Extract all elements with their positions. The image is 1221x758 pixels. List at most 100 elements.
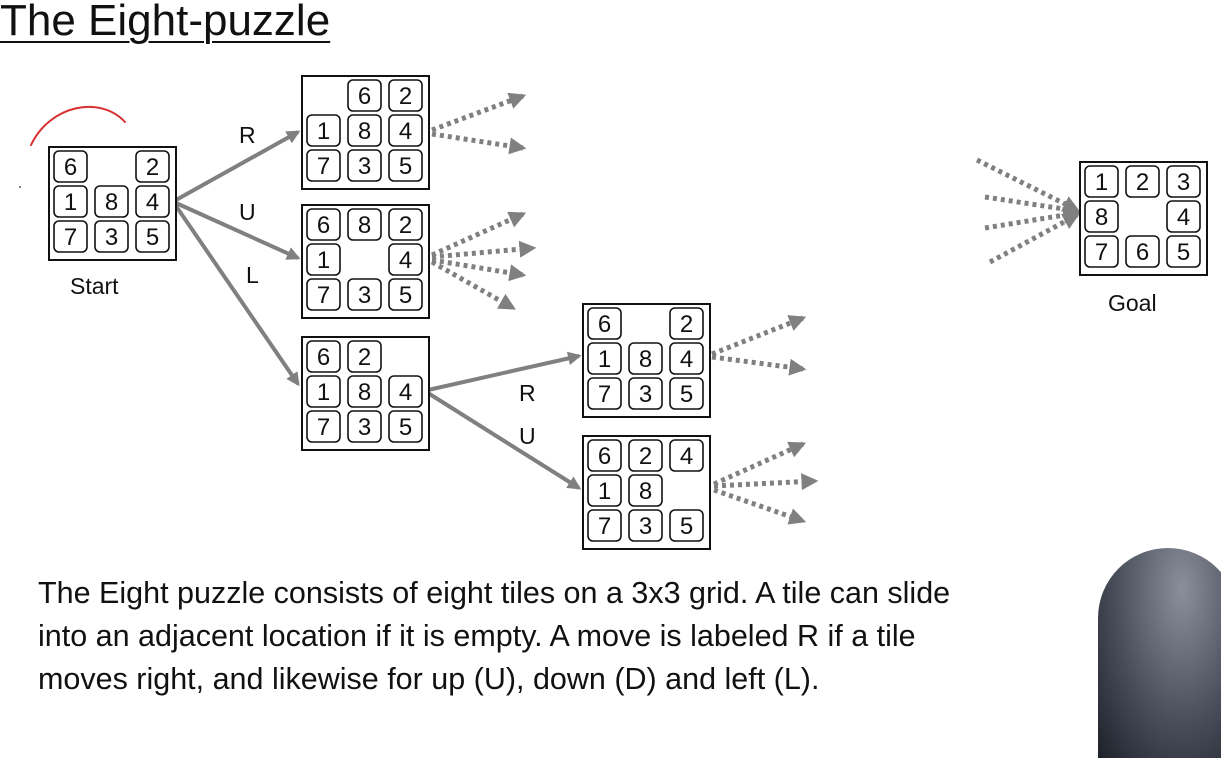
puzzle-tile <box>388 149 423 182</box>
puzzle-tile <box>306 278 341 311</box>
puzzle-tile <box>135 185 170 218</box>
expansion-arrows <box>430 92 1081 525</box>
expansion-arrow <box>713 473 819 491</box>
expansion-arrow <box>430 211 527 258</box>
puzzle-tile <box>306 114 341 147</box>
puzzle-tile <box>53 150 88 183</box>
puzzle-tile <box>388 243 423 276</box>
tile-number: 5 <box>399 414 412 441</box>
puzzle-tile <box>587 307 622 340</box>
tile-number: 7 <box>317 414 330 441</box>
puzzle-tile <box>388 375 423 408</box>
tile-number: 5 <box>399 153 412 180</box>
tile-number: 1 <box>317 247 330 274</box>
puzzle-tile <box>347 208 382 241</box>
start-caption: Start <box>70 273 119 299</box>
tile-number: 6 <box>1136 239 1149 266</box>
expansion-arrow <box>711 315 807 357</box>
puzzle-tile <box>53 220 88 253</box>
puzzle-tile <box>306 208 341 241</box>
puzzle-tile <box>94 220 129 253</box>
puzzle-tile <box>1125 235 1160 268</box>
puzzle-tile <box>669 307 704 340</box>
tile-number: 1 <box>598 346 611 373</box>
tile-number: 1 <box>64 189 77 216</box>
tile-number: 2 <box>399 83 412 110</box>
puzzle-tile <box>135 220 170 253</box>
puzzle-tile <box>306 149 341 182</box>
puzzle-tile <box>388 278 423 311</box>
tile-number: 1 <box>317 118 330 145</box>
expansion-arrow <box>713 487 807 525</box>
puzzle-tile <box>1084 235 1119 268</box>
expansion-arrow <box>712 441 807 487</box>
expansion-arrow <box>711 354 807 376</box>
tile-number: 2 <box>358 344 371 371</box>
puzzle-tile <box>587 474 622 507</box>
tile-number: 2 <box>680 311 693 338</box>
tile-number: 3 <box>639 513 652 540</box>
puzzle-tile <box>1084 200 1119 233</box>
tile-number: 3 <box>639 381 652 408</box>
tile-number: 1 <box>317 379 330 406</box>
puzzle-tile <box>587 377 622 410</box>
puzzle-tile <box>669 439 704 472</box>
tile-number: 7 <box>317 153 330 180</box>
tile-number: 1 <box>1095 169 1108 196</box>
puzzle-tile <box>388 208 423 241</box>
puzzle-tile <box>347 79 382 112</box>
description-text: The Eight puzzle consists of eight tiles… <box>38 576 951 696</box>
tile-number: 7 <box>64 224 77 251</box>
tile-number: 8 <box>1095 204 1108 231</box>
puzzle-tile <box>628 509 663 542</box>
puzzle-tile <box>135 150 170 183</box>
puzzle-tile <box>306 410 341 443</box>
tile-number: 4 <box>680 443 693 470</box>
puzzle-tile <box>628 342 663 375</box>
puzzle-tile <box>587 509 622 542</box>
puzzle-tile <box>306 243 341 276</box>
puzzle-tile <box>1125 165 1160 198</box>
tile-number: 6 <box>358 83 371 110</box>
tile-number: 7 <box>317 282 330 309</box>
puzzle-tile <box>1084 165 1119 198</box>
puzzle-tile <box>1166 165 1201 198</box>
puzzle-tile <box>347 114 382 147</box>
tile-number: 3 <box>105 224 118 251</box>
tile-number: 6 <box>317 212 330 239</box>
annotation-stroke <box>30 106 126 146</box>
puzzle-tile <box>669 342 704 375</box>
tile-number: 7 <box>598 513 611 540</box>
tile-number: 4 <box>1177 204 1190 231</box>
tile-number: 8 <box>105 189 118 216</box>
move-arrow-start-l <box>174 204 300 387</box>
converging-arrow <box>975 157 1081 213</box>
tile-number: 2 <box>1136 169 1149 196</box>
expansion-arrow <box>431 131 527 155</box>
move-label-start-u: U <box>239 199 256 225</box>
tile-number: 5 <box>146 224 159 251</box>
converging-arrow <box>988 212 1080 265</box>
puzzle-tile <box>628 439 663 472</box>
tile-number: 8 <box>639 346 652 373</box>
tile-number: 4 <box>680 346 693 373</box>
puzzle-tile <box>53 185 88 218</box>
tile-number: 5 <box>1177 239 1190 266</box>
tile-number: 8 <box>358 118 371 145</box>
tile-number: 5 <box>399 282 412 309</box>
converging-arrow <box>984 206 1081 231</box>
puzzle-tile <box>587 342 622 375</box>
tile-number: 4 <box>146 189 159 216</box>
puzzle-tile <box>347 410 382 443</box>
puzzle-tile <box>669 509 704 542</box>
puzzle-tile <box>1166 235 1201 268</box>
tile-number: 8 <box>358 379 371 406</box>
move-arrows <box>174 130 582 490</box>
puzzle-tile <box>347 278 382 311</box>
move-label-l-u: U <box>519 423 536 449</box>
tile-number: 8 <box>358 212 371 239</box>
tile-number: 1 <box>598 478 611 505</box>
